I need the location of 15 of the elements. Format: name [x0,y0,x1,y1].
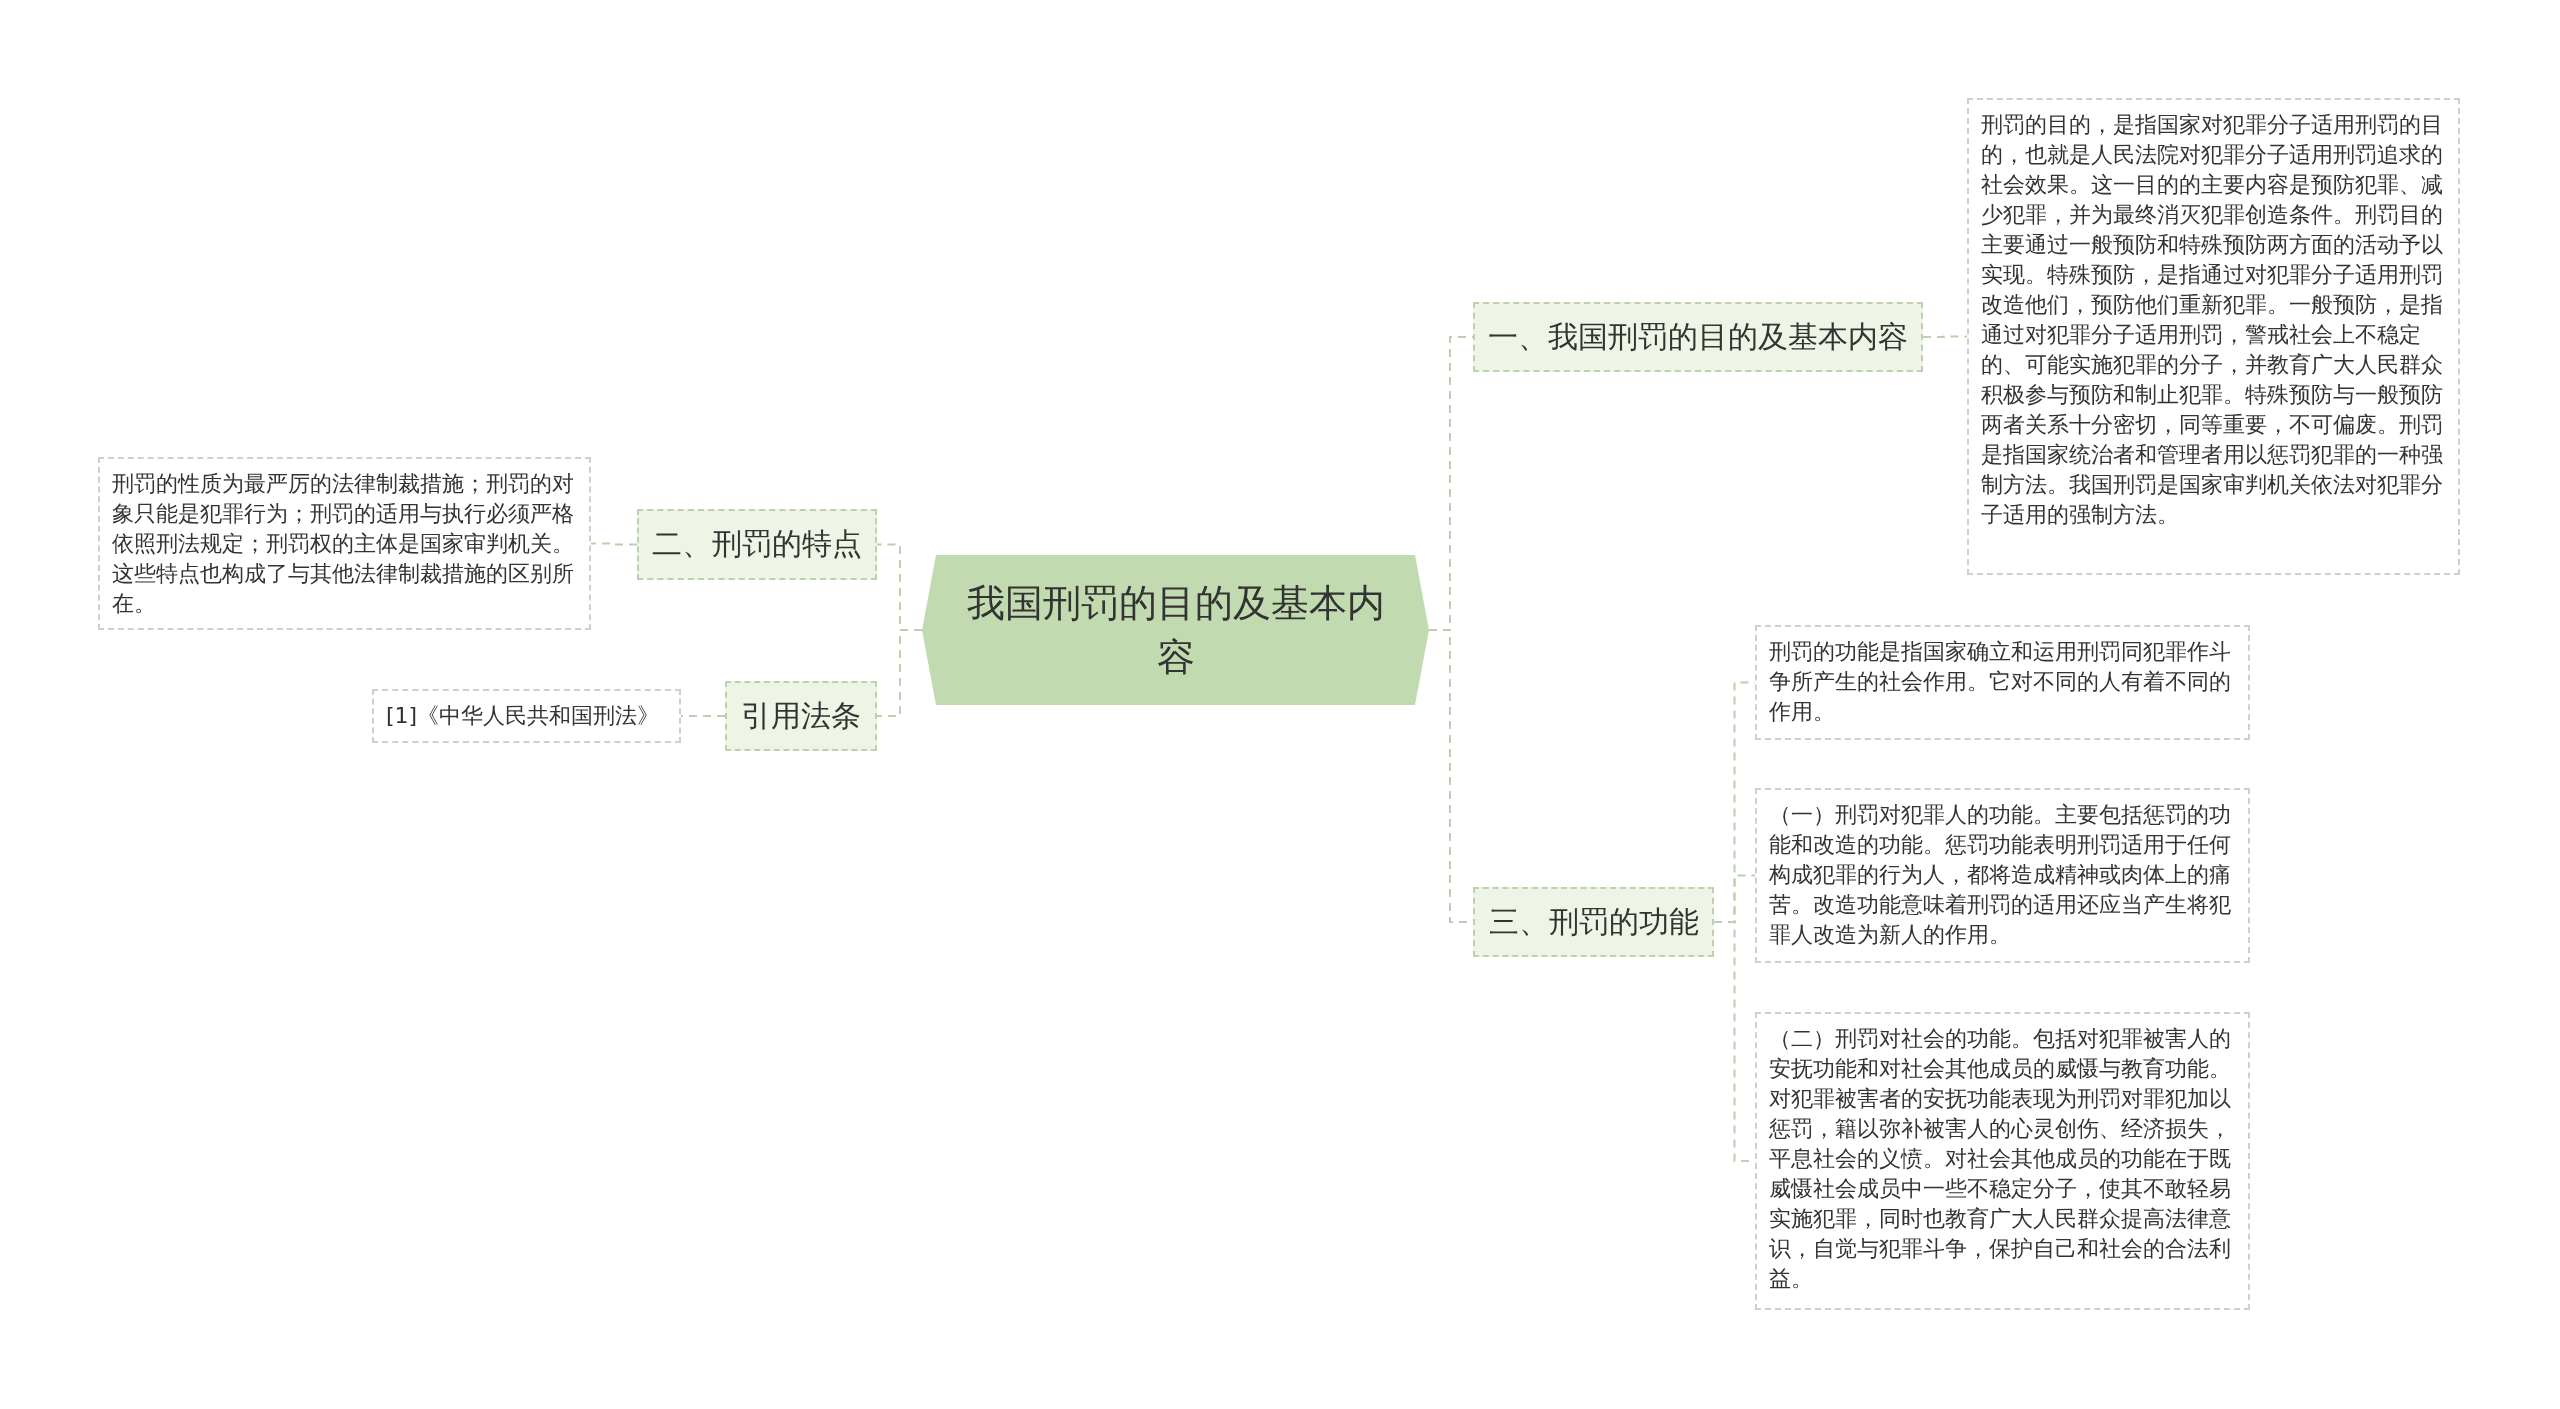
topic-box: 一、我国刑罚的目的及基本内容 [1473,302,1923,372]
note-box: （二）刑罚对社会的功能。包括对犯罪被害人的安抚功能和对社会其他成员的威慑与教育功能。对犯罪被害者的安抚功能表现为刑罚对罪犯加以惩罚，籍以弥补被害人的心灵创伤、经济损失，平息社会的义愤。对社会其他成员的功能在于既威慑社会成员中一些不稳定分子，使其不敢轻易实施犯罪，同时也教育广大人民群众提高法律意识，自觉与犯罪斗争，保护自己和社会的合法利益。 [1755,1012,2250,1310]
note-box: （一）刑罚对犯罪人的功能。主要包括惩罚的功能和改造的功能。惩罚功能表明刑罚适用于任何构成犯罪的行为人，都将造成精神或肉体上的痛苦。改造功能意味着刑罚的适用还应当产生将犯罪人改造为新人的作用。 [1755,788,2250,963]
connector-line [876,629,923,717]
topic-box: 三、刑罚的功能 [1473,887,1714,957]
note-box: 刑罚的性质为最严厉的法律制裁措施；刑罚的对象只能是犯罪行为；刑罚的适用与执行必须严格依照刑法规定；刑罚权的主体是国家审判机关。这些特点也构成了与其他法律制裁措施的区别所在。 [98,457,591,630]
note-box: [1]《中华人民共和国刑法》 [372,689,681,743]
topic-box: 引用法条 [725,681,877,751]
connector-line [680,715,726,717]
note-box: 刑罚的功能是指国家确立和运用刑罚同犯罪作斗争所产生的社会作用。它对不同的人有着不同的作用。 [1755,625,2250,740]
note-box: 刑罚的目的，是指国家对犯罪分子适用刑罚的目的，也就是人民法院对犯罪分子适用刑罚追求的社会效果。这一目的的主要内容是预防犯罪、减少犯罪，并为最终消灭犯罪创造条件。刑罚目的主要通过一般预防和特殊预防两方面的活动予以实现。特殊预防，是指通过对犯罪分子适用刑罚改造他们，预防他们重新犯罪。一般预防，是指通过对犯罪分子适用刑罚，警戒社会上不稳定的、可能实施犯罪的分子，并教育广大人民群众积极参与预防和制止犯罪。特殊预防与一般预防两者关系十分密切，同等重要，不可偏废。刑罚是指国家统治者和管理者用以惩罚犯罪的一种强制方法。我国刑罚是国家审判机关依法对犯罪分子适用的强制方法。 [1967,98,2460,575]
topic-box: 二、刑罚的特点 [637,509,877,580]
connector-line [1922,335,1968,338]
connector-line [590,542,638,546]
central-topic: 我国刑罚的目的及基本内容 [922,555,1429,705]
